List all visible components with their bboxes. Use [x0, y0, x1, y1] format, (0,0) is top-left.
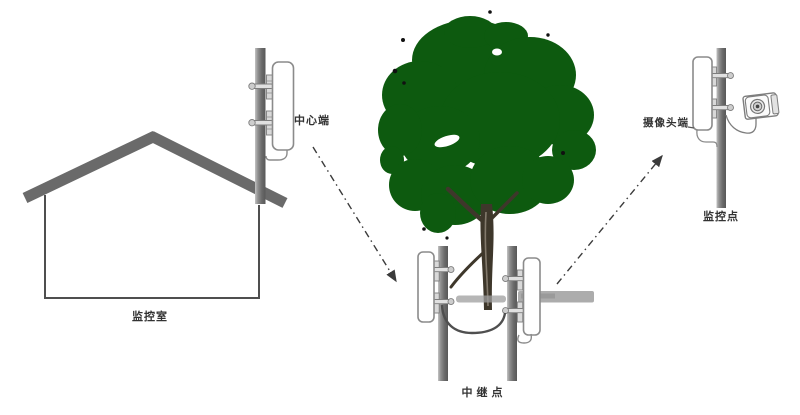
- house-roof-left: [22, 131, 158, 203]
- leaf-specks: [392, 10, 565, 240]
- canopy-gap: [434, 134, 460, 148]
- camera-pole: [716, 48, 726, 208]
- label-relay-point: 中继点: [461, 386, 507, 399]
- relay-cable: [440, 304, 507, 335]
- relay-pole-right: [507, 246, 517, 381]
- label-center-end: 中心端: [294, 114, 330, 127]
- camera-station: [692, 48, 780, 208]
- tree: [378, 10, 596, 310]
- label-monitor-point: 监控点: [703, 210, 739, 223]
- device-cable: [696, 129, 718, 148]
- label-leader-line: [687, 126, 695, 129]
- house-monitor-room: [22, 131, 288, 299]
- canopy-gap: [492, 48, 502, 56]
- house-walls: [44, 195, 260, 299]
- link-arrow-relay-to-camera: [556, 154, 663, 285]
- tree-trunk: [445, 186, 519, 310]
- center-pole: [255, 48, 266, 204]
- wireless-bridge-device: [271, 61, 295, 151]
- label-monitor-room: 监控室: [132, 310, 168, 323]
- label-camera-end: 摄像头端: [643, 117, 689, 129]
- device-cable: [265, 150, 288, 161]
- wireless-bridge-device: [692, 56, 713, 131]
- relay-station: [417, 246, 594, 381]
- wireless-links: [312, 146, 663, 285]
- device-cable: [517, 333, 533, 344]
- ground-shadow: [456, 295, 506, 303]
- cctv-camera-icon: [742, 92, 780, 120]
- tree-canopy: [378, 16, 596, 233]
- wireless-bridge-device: [417, 251, 435, 323]
- center-station: [248, 48, 295, 204]
- wireless-bridge-device: [522, 257, 541, 336]
